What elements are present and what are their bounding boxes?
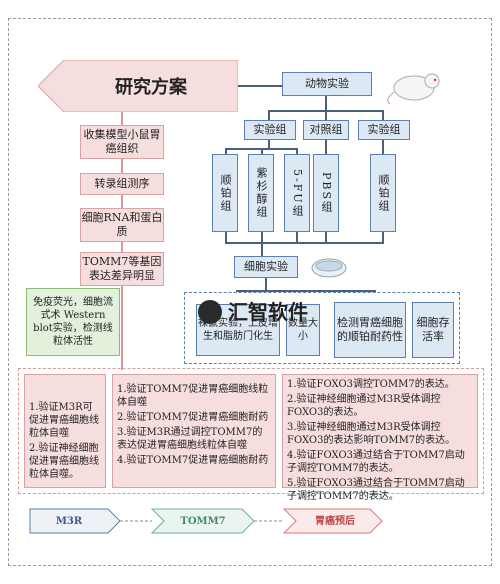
group-experimental-1: 实验组: [244, 120, 296, 140]
green-assay-box: 免疫荧光，细胞流式术 Western blot实验，检测线粒体活性: [26, 288, 120, 356]
subgroup-cisplatin-2: 顺铂组: [370, 154, 396, 232]
flow-arrows: [29, 508, 383, 534]
animal-experiment-box: 动物实验: [282, 72, 372, 96]
result-3-item: 3.验证神经细胞通过M3R受体调控FOXO3的表达影响TOMM7的表达。: [287, 422, 456, 446]
result-box-2: 1.验证TOMM7促进胃癌细胞线粒体自噬 2.验证TOMM7促进胃癌细胞耐药 3…: [112, 374, 276, 488]
petri-dish-icon: [311, 258, 347, 278]
subgroup-5fu: 5-FU组: [284, 154, 310, 232]
step-tomm7-difference: TOMM7等基因表达差异明显: [80, 252, 164, 286]
result-3-item: 1.验证FOXO3调控TOMM7的表达。: [287, 379, 455, 390]
group-control: 对照组: [303, 120, 349, 140]
outer-frame: [8, 18, 492, 566]
page-title: 研究方案: [115, 77, 187, 98]
bottom-results-group: [18, 368, 484, 494]
result-3-item: 2.验证神经细胞通过M3R受体调控FOXO3的表达。: [287, 394, 441, 418]
result-1-item: 2.验证神经细胞促进胃癌细胞线粒体自噬。: [29, 443, 99, 480]
watermark-text: 汇智软件: [228, 300, 308, 324]
subgroup-cisplatin-1: 顺铂组: [212, 154, 238, 232]
subgroup-paclitaxel: 紫杉醇组: [248, 154, 274, 232]
title-banner: [38, 60, 238, 112]
cell-test-size: 数量大小: [286, 304, 320, 356]
step-collect-tissue: 收集模型小鼠胃癌组织: [80, 125, 164, 159]
flow-step-tomm7: TOMM7: [180, 515, 226, 527]
watermark-logo-icon: [198, 300, 222, 324]
flow-step-m3r: M3R: [55, 515, 83, 527]
result-box-1: 1.验证M3R可促进胃癌细胞线粒体自噬 2.验证神经细胞促进胃癌细胞线粒体自噬。: [24, 374, 106, 488]
result-3-item: 5.验证FOXO3通过结合于TOMM7启动子调控TOMM7的表达。: [287, 478, 465, 502]
result-1-item: 1.验证M3R可促进胃癌细胞线粒体自噬: [29, 402, 99, 439]
step-transcriptome: 转录组测序: [80, 173, 164, 195]
result-box-3: 1.验证FOXO3调控TOMM7的表达。 2.验证神经细胞通过M3R受体调控FO…: [282, 374, 478, 502]
cell-test-cisplatin-resistance: 检测胃癌细胞的顺铂耐药性: [334, 302, 406, 358]
cell-test-survival: 细胞存活率: [412, 302, 454, 358]
result-2-item: 2.验证TOMM7促进胃癌细胞耐药: [117, 412, 269, 423]
cell-tests-group: [184, 292, 460, 364]
step-rna-protein: 细胞RNA和蛋白质: [80, 208, 164, 242]
result-2-item: 4.验证TOMM7促进胃癌细胞耐药: [117, 455, 269, 466]
result-3-item: 4.验证FOXO3通过结合于TOMM7启动子调控TOMM7的表达。: [287, 450, 465, 474]
result-2-item: 1.验证TOMM7促进胃癌细胞线粒体自噬: [117, 384, 269, 408]
subgroup-pbs: PBS组: [313, 154, 339, 232]
group-experimental-2: 实验组: [358, 120, 410, 140]
mouse-icon: [387, 73, 440, 105]
flow-step-prognosis: 胃癌预后: [315, 515, 355, 527]
cell-experiment-box: 细胞实验: [234, 256, 298, 278]
result-2-item: 3.验证M3R通过调控TOMM7的表达促进胃癌细胞线粒体自噬: [117, 427, 263, 451]
